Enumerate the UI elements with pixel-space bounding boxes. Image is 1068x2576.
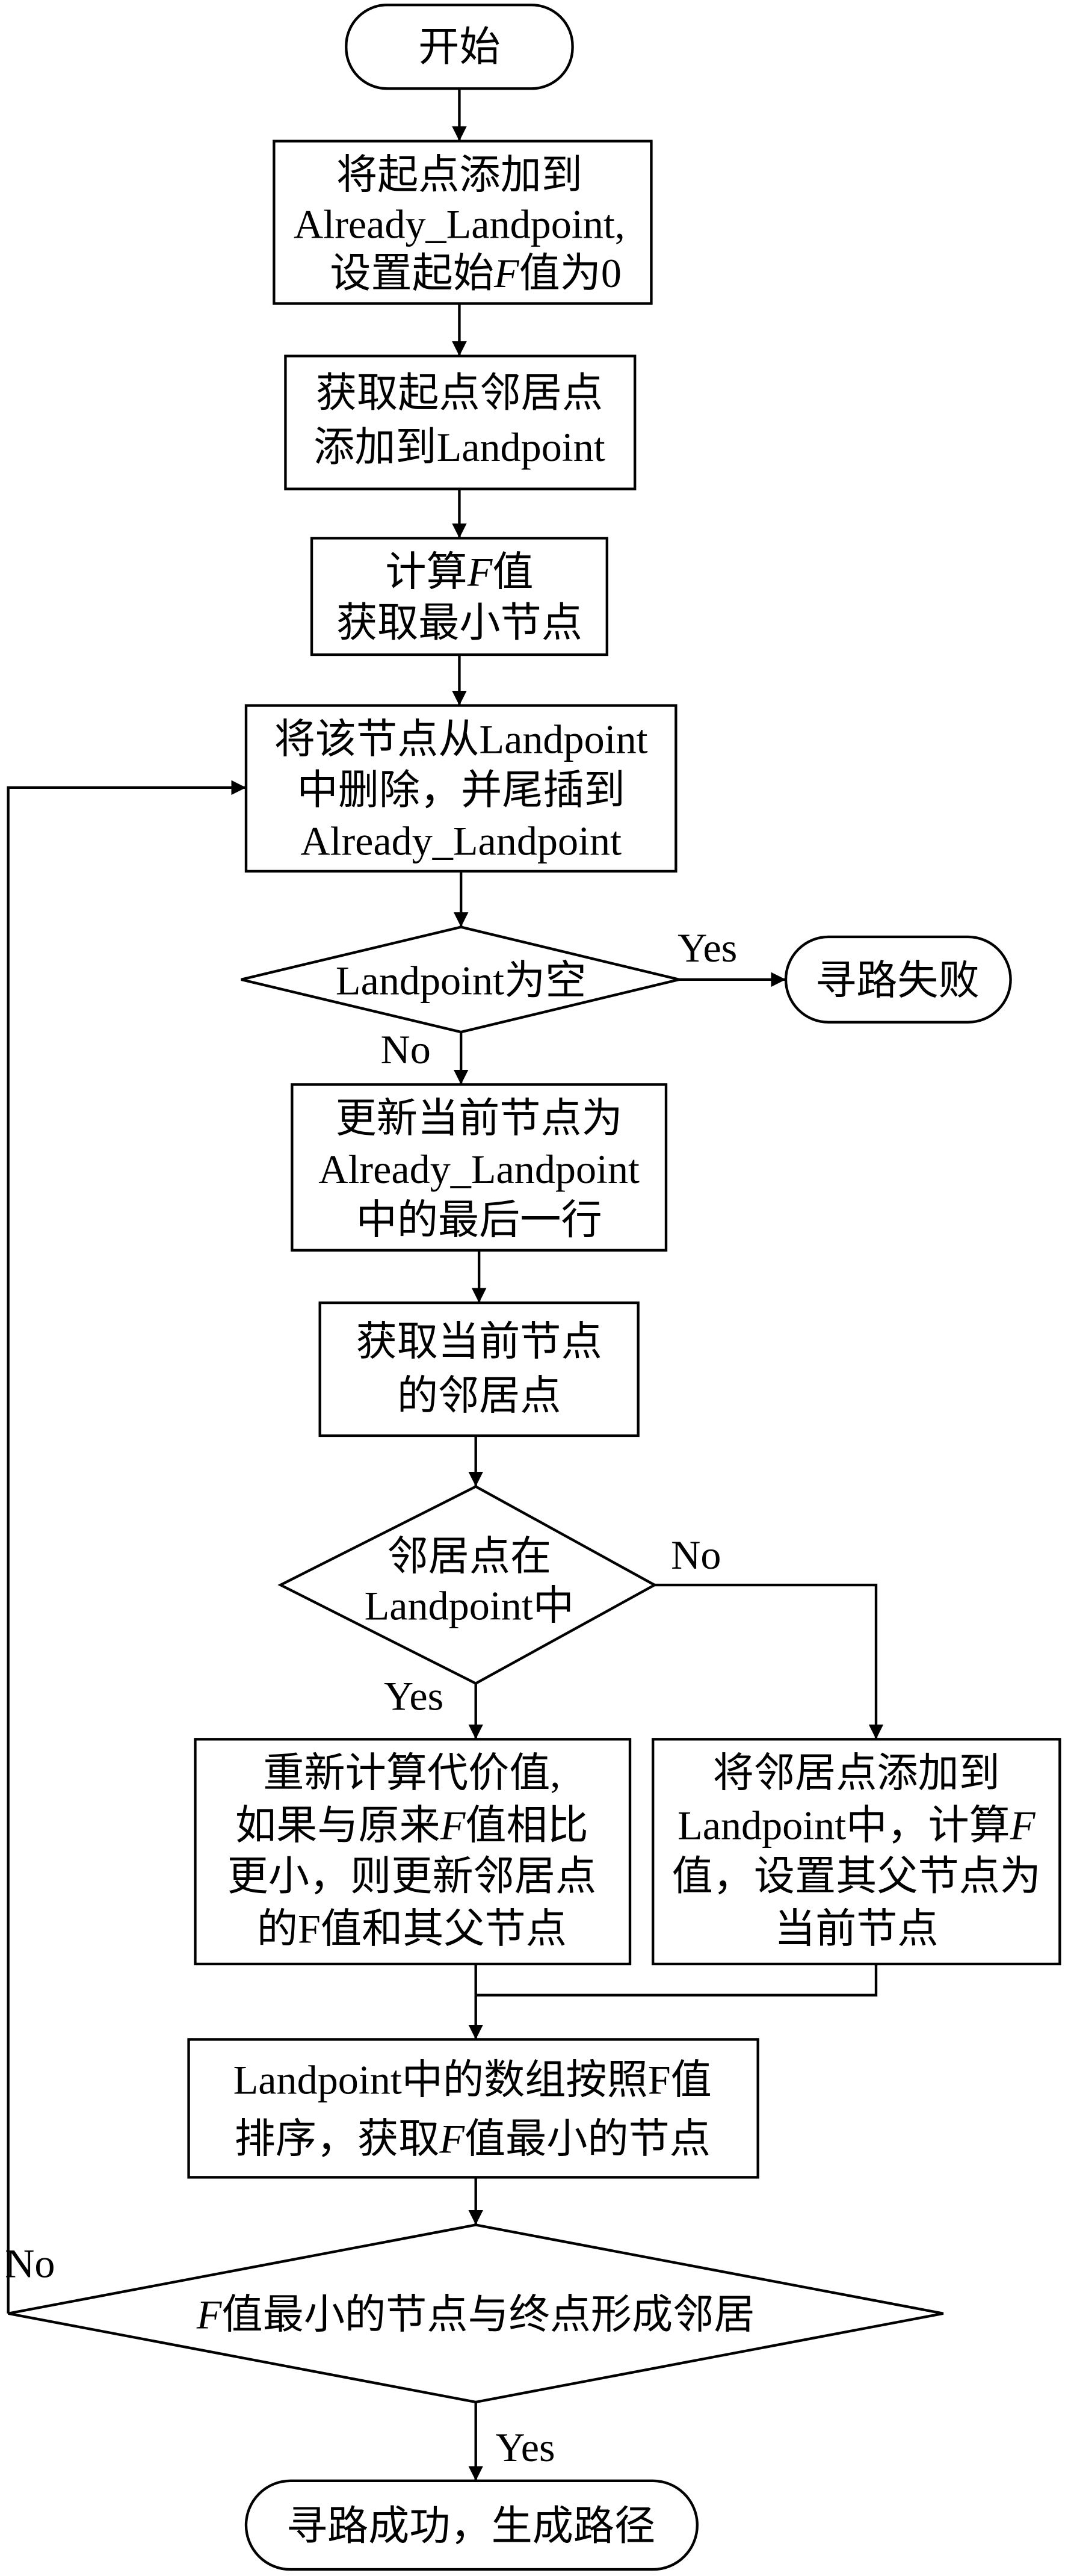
empty-no-label: No xyxy=(381,1027,431,1072)
recalc-line-3: 更小，则更新邻居点 xyxy=(227,1853,596,1899)
add-neighbor-line-4: 当前节点 xyxy=(774,1906,939,1951)
start-label: 开始 xyxy=(418,24,500,70)
success-node: 寻路成功，生成路径 xyxy=(244,2479,699,2571)
arrow-check-no-to-add xyxy=(654,1583,884,1740)
update-current-node: 更新当前节点为 Already_Landpoint 中的最后一行 xyxy=(291,1083,668,1252)
in-list-yes-label: Yes xyxy=(384,1673,443,1719)
goal-neighbor-decision: F值最小的节点与终点形成邻居 xyxy=(8,2223,944,2404)
move-node-line-1: 将该节点从Landpoint xyxy=(274,717,648,762)
sort-node: Landpoint中的数组按照F值 排序，获取F值最小的节点 xyxy=(187,2038,759,2179)
empty-yes-label: Yes xyxy=(678,925,737,971)
move-node-node: 将该节点从Landpoint 中删除，并尾插到 Already_Landpoin… xyxy=(244,704,678,873)
get-start-neighbors-node: 获取起点邻居点 添加到Landpoint xyxy=(284,354,637,490)
start-node: 开始 xyxy=(345,3,574,90)
add-start-line-1: 将起点添加到 xyxy=(336,152,582,198)
goal-neighbor-label: F值最小的节点与终点形成邻居 xyxy=(196,2291,755,2337)
connectors xyxy=(7,88,884,2481)
goal-yes-label: Yes xyxy=(495,2424,555,2470)
fail-node: 寻路失败 xyxy=(784,935,1012,1024)
get-current-neighbors-node: 获取当前节点 的邻居点 xyxy=(318,1301,640,1438)
add-start-node: 将起点添加到 Already_Landpoint, 设置起始F值为0 xyxy=(273,140,653,305)
recalc-line-4: 的F值和其父节点 xyxy=(257,1906,567,1951)
move-node-line-3: Already_Landpoint xyxy=(300,818,622,864)
goal-no-label: No xyxy=(5,2241,55,2287)
neighbor-in-landpoint-line-1: 邻居点在 xyxy=(387,1533,551,1579)
update-current-line-2: Already_Landpoint xyxy=(318,1146,640,1192)
landpoint-empty-label: Landpoint为空 xyxy=(336,957,586,1003)
move-node-line-2: 中删除，并尾插到 xyxy=(297,767,625,813)
get-start-neighbors-line-2: 添加到Landpoint xyxy=(313,424,605,470)
landpoint-empty-decision: Landpoint为空 xyxy=(241,925,680,1034)
update-current-line-1: 更新当前节点为 xyxy=(336,1095,623,1141)
neighbor-in-landpoint-line-2: Landpoint中 xyxy=(365,1583,574,1628)
line-add-merge xyxy=(475,1963,878,1997)
sort-line-2: 排序，获取F值最小的节点 xyxy=(235,2116,711,2161)
recalc-node: 重新计算代价值, 如果与原来F值相比 更小，则更新邻居点 的F值和其父节点 xyxy=(194,1738,632,1966)
add-start-line-3: 设置起始F值为0 xyxy=(330,250,622,296)
compute-f-node: 计算F值 获取最小节点 xyxy=(310,537,609,656)
fail-label: 寻路失败 xyxy=(815,957,980,1003)
get-start-neighbors-line-1: 获取起点邻居点 xyxy=(316,370,603,416)
success-label: 寻路成功，生成路径 xyxy=(286,2503,655,2549)
recalc-line-1: 重新计算代价值, xyxy=(263,1750,560,1796)
update-current-line-3: 中的最后一行 xyxy=(356,1197,602,1243)
get-current-neighbors-line-2: 的邻居点 xyxy=(397,1373,561,1418)
in-list-no-label: No xyxy=(671,1532,721,1578)
arrow-goal-no-loop-back xyxy=(7,780,246,2314)
compute-f-line-2: 获取最小节点 xyxy=(336,600,582,646)
compute-f-line-1: 计算F值 xyxy=(385,549,533,595)
add-neighbor-line-3: 值，设置其父节点为 xyxy=(672,1853,1041,1899)
sort-line-1: Landpoint中的数组按照F值 xyxy=(233,2057,712,2102)
add-neighbor-line-2: Landpoint中，计算F xyxy=(678,1803,1036,1849)
add-neighbor-line-1: 将邻居点添加到 xyxy=(713,1750,1000,1796)
add-start-line-2: Already_Landpoint, xyxy=(294,201,625,247)
recalc-line-2: 如果与原来F值相比 xyxy=(235,1803,588,1849)
neighbor-in-landpoint-decision: 邻居点在 Landpoint中 xyxy=(277,1484,658,1685)
get-current-neighbors-line-1: 获取当前节点 xyxy=(356,1318,602,1364)
add-neighbor-node: 将邻居点添加到 Landpoint中，计算F 值，设置其父节点为 当前节点 xyxy=(651,1738,1061,1966)
